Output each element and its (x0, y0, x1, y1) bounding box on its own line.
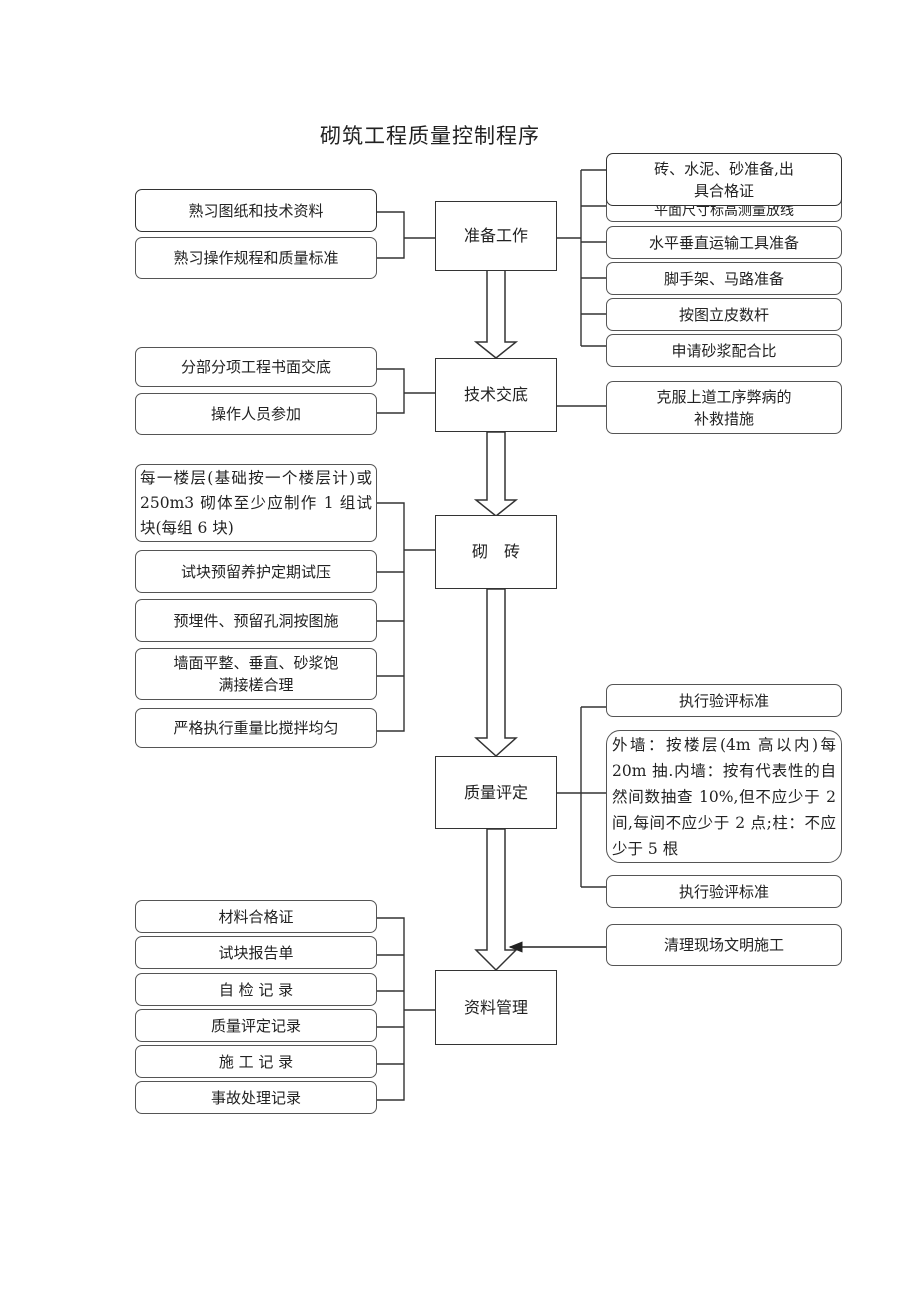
prepare-right-item: 砖、水泥、砂准备,出 具合格证 (606, 153, 842, 206)
page-title: 砌筑工程质量控制程序 (320, 124, 540, 148)
tech-left-item: 操作人员参加 (135, 393, 377, 435)
brick-left-item: 试块预留养护定期试压 (135, 550, 377, 593)
quality-right-item: 执行验评标准 (606, 684, 842, 717)
brick-left-item: 预埋件、预留孔洞按图施 (135, 599, 377, 642)
step-document-management: 资料管理 (435, 970, 557, 1045)
prepare-right-item: 水平垂直运输工具准备 (606, 226, 842, 259)
docs-left-item: 事故处理记录 (135, 1081, 377, 1114)
prepare-right-item: 按图立皮数杆 (606, 298, 842, 331)
docs-left-item: 自 检 记 录 (135, 973, 377, 1006)
step-quality-assessment: 质量评定 (435, 756, 557, 829)
docs-left-item: 质量评定记录 (135, 1009, 377, 1042)
brick-left-item: 严格执行重量比搅拌均匀 (135, 708, 377, 748)
docs-left-item: 施 工 记 录 (135, 1045, 377, 1078)
docs-left-item: 材料合格证 (135, 900, 377, 933)
cleanup-item: 清理现场文明施工 (606, 924, 842, 966)
tech-right-item: 克服上道工序弊病的 补救措施 (606, 381, 842, 434)
quality-right-item: 执行验评标准 (606, 875, 842, 908)
docs-left-item: 试块报告单 (135, 936, 377, 969)
prepare-right-item: 申请砂浆配合比 (606, 334, 842, 367)
step-bricklaying: 砌 砖 (435, 515, 557, 589)
brick-left-item: 每一楼层(基础按一个楼层计)或 250m3 砌体至少应制作 1 组试块(每组 6… (135, 464, 377, 542)
tech-left-item: 分部分项工程书面交底 (135, 347, 377, 387)
brick-left-item: 墙面平整、垂直、砂浆饱 满接槎合理 (135, 648, 377, 700)
prepare-left-item: 熟习操作规程和质量标准 (135, 237, 377, 279)
quality-right-item: 外墙：按楼层(4m 高以内)每 20m 抽.内墙：按有代表性的自然间数抽查 10… (606, 730, 842, 863)
step-tech-briefing: 技术交底 (435, 358, 557, 432)
prepare-right-item: 脚手架、马路准备 (606, 262, 842, 295)
prepare-left-item: 熟习图纸和技术资料 (135, 189, 377, 232)
step-prepare: 准备工作 (435, 201, 557, 271)
